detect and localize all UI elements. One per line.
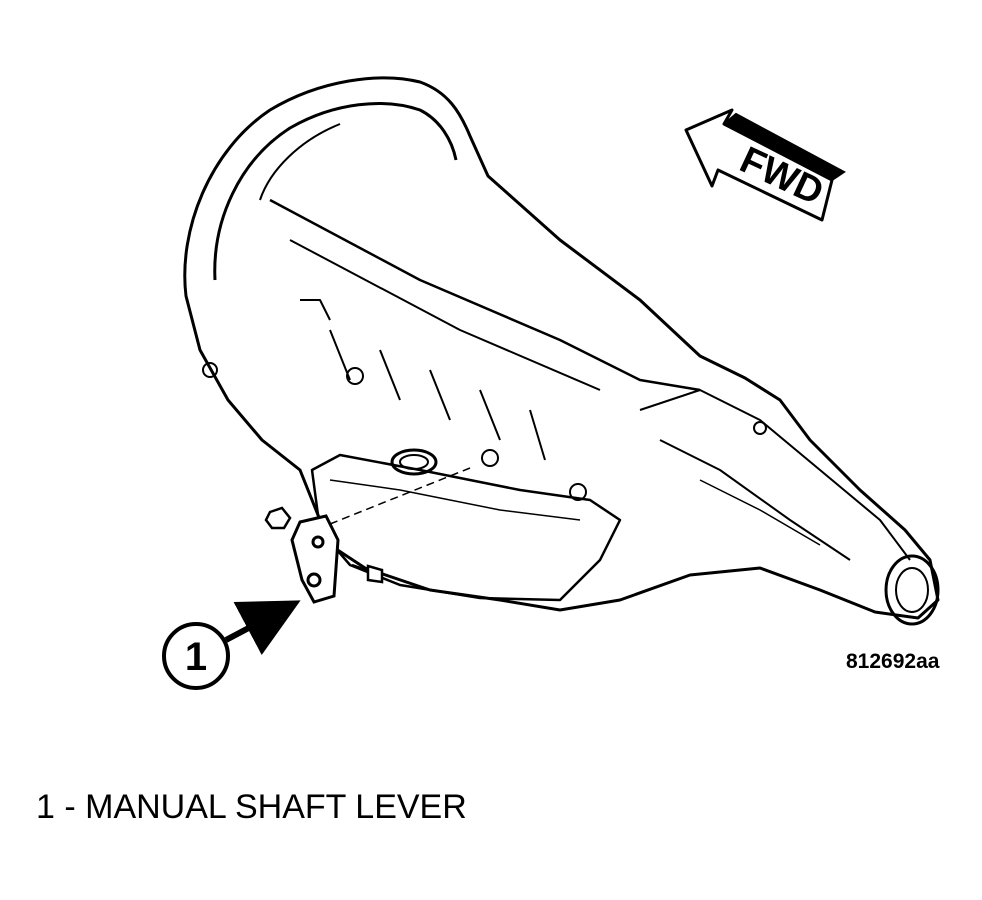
legend: 1 - MANUAL SHAFT LEVER	[36, 788, 467, 827]
figure-id: 812692aa	[846, 650, 940, 673]
forward-direction-arrow: FWD	[684, 108, 846, 222]
transmission-illustration	[183, 76, 940, 626]
lever-bolt-icon	[351, 563, 384, 584]
lever-nut-icon	[264, 506, 292, 530]
callout-circle	[162, 622, 230, 690]
legend-item: 1 - MANUAL SHAFT LEVER	[36, 788, 467, 826]
callout-number: 1	[185, 635, 207, 679]
callout-leader-arrow	[224, 600, 301, 656]
manual-shaft-lever	[290, 514, 340, 604]
callout-1: 1	[162, 600, 301, 690]
